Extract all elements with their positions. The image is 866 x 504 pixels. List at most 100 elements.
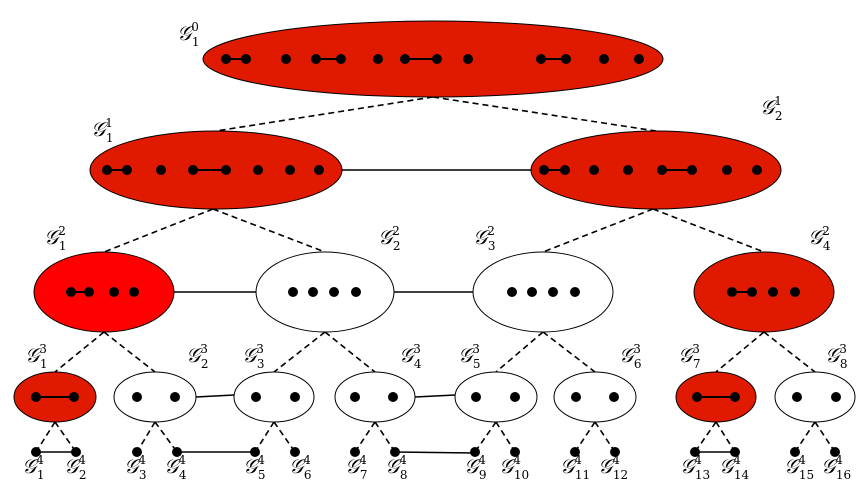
label-symbol: 𝒢: [719, 454, 737, 478]
cluster-node-g3_3: [233, 371, 315, 423]
vertex-dot: [351, 287, 361, 297]
hierarchy-edge-g3_7-g4_13: [694, 421, 717, 453]
label-subscript: 6: [634, 357, 642, 371]
label-subscript: 1: [59, 239, 67, 253]
vertex-dot: [253, 165, 263, 175]
hierarchy-edge-g3_7-g4_14: [715, 421, 736, 453]
label-symbol: 𝒢: [289, 454, 307, 478]
vertex-dot: [308, 287, 318, 297]
label-subscript: 13: [695, 468, 710, 482]
label-symbol: 𝒢: [464, 454, 482, 478]
label-symbol: 𝒢: [825, 343, 843, 367]
vertex-dot: [623, 165, 633, 175]
label-symbol: 𝒢: [243, 454, 261, 478]
vertex-dot: [768, 287, 778, 297]
label-superscript: 3: [256, 342, 264, 356]
label-superscript: 3: [633, 342, 641, 356]
label-superscript: 2: [487, 224, 495, 238]
label-superscript: 3: [692, 342, 700, 356]
leaf-vertex-g4_16: [830, 447, 840, 457]
label-subscript: 8: [400, 468, 408, 482]
label-subscript: 4: [179, 468, 187, 482]
vertex-dot: [221, 54, 231, 64]
vertex-dot: [589, 165, 599, 175]
vertex-dot: [285, 165, 295, 175]
vertex-dot: [432, 54, 442, 64]
hierarchy-edge-g3_4-g4_8: [374, 421, 396, 453]
label-subscript: 2: [775, 109, 783, 123]
vertex-dot: [599, 54, 609, 64]
vertex-dot: [727, 287, 737, 297]
vertex-dot: [281, 54, 291, 64]
label-subscript: 11: [575, 468, 590, 482]
vertex-dot: [730, 392, 740, 402]
vertex-dot: [311, 54, 321, 64]
vertex-dot: [66, 287, 76, 297]
label-symbol: 𝒢: [44, 225, 62, 249]
label-superscript: 4: [399, 453, 407, 467]
hierarchy-edge-g2_3-g3_6: [542, 331, 596, 373]
label-superscript: 4: [78, 453, 86, 467]
leaf-vertex-g4_6: [290, 447, 300, 457]
vertex-dot: [571, 392, 581, 402]
cluster-node-g2_1: [33, 251, 175, 333]
vertex-dot: [84, 287, 94, 297]
cluster-node-g3_6: [553, 371, 637, 423]
cluster-node-g2_4: [693, 251, 835, 333]
vertex-dot: [388, 392, 398, 402]
label-superscript: 3: [200, 342, 208, 356]
vertex-dot: [129, 287, 139, 297]
label-superscript: 3: [413, 342, 421, 356]
leaf-vertex-g4_14: [730, 447, 740, 457]
label-superscript: 4: [138, 453, 146, 467]
label-symbol: 𝒢: [678, 343, 696, 367]
vertex-dot: [527, 287, 537, 297]
hierarchy-edge-g3_1-g4_1: [35, 421, 56, 453]
vertex-dot: [560, 165, 570, 175]
cross-edge-g3_2-g3_3: [195, 394, 235, 398]
hierarchy-edge-g3_6-g4_12: [594, 421, 616, 453]
label-superscript: 4: [798, 453, 806, 467]
leaf-vertex-g4_12: [610, 447, 620, 457]
leaf-vertex-g4_3: [132, 447, 142, 457]
label-symbol: 𝒢: [598, 454, 616, 478]
label-subscript: 1: [37, 468, 45, 482]
label-symbol: 𝒢: [25, 343, 43, 367]
vertex-dot: [539, 165, 549, 175]
label-symbol: 𝒢: [473, 225, 491, 249]
label-subscript: 7: [693, 357, 701, 371]
leaf-vertex-g4_11: [570, 447, 580, 457]
cross-edges: [36, 169, 735, 454]
leaf-vertex-g4_5: [250, 447, 260, 457]
label-superscript: 4: [574, 453, 582, 467]
vertex-dot: [747, 287, 757, 297]
label-superscript: 3: [472, 342, 480, 356]
hierarchy-edge-g1_2-g2_3: [542, 208, 654, 253]
leaf-vertex-g4_4: [172, 447, 182, 457]
vertex-dot: [69, 392, 79, 402]
vertex-dot: [122, 165, 132, 175]
cluster-node-g2_3: [472, 251, 614, 333]
vertex-dot: [510, 392, 520, 402]
hierarchy-edge-g3_5-g4_9: [474, 421, 497, 453]
label-subscript: 1: [106, 131, 114, 145]
vertex-dot: [329, 287, 339, 297]
vertex-dot: [657, 165, 667, 175]
label-superscript: 4: [513, 453, 521, 467]
vertex-dot: [507, 287, 517, 297]
hierarchy-edge-g2_2-g3_4: [324, 331, 376, 373]
